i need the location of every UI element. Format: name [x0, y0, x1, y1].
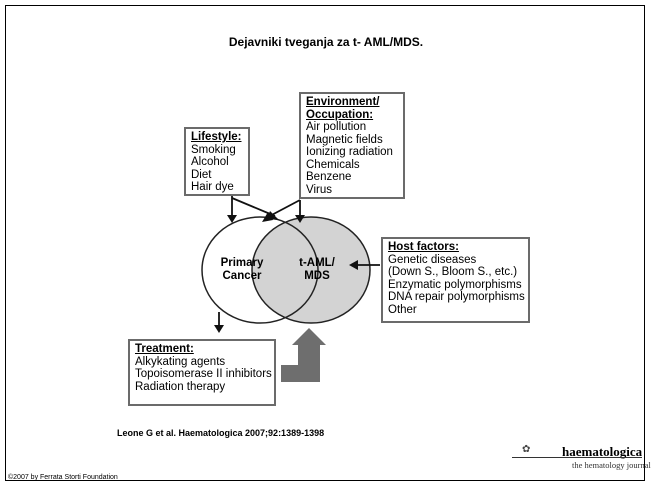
host-factors-item: Other: [388, 303, 417, 316]
host-factors-item: Genetic diseases: [388, 253, 477, 266]
environment-arrowhead-left: [262, 212, 273, 222]
environment-box: Environment/ Occupation: Air pollution M…: [299, 92, 405, 199]
lifestyle-heading: Lifestyle:: [191, 131, 242, 143]
slide-title: Dejavniki tveganja za t- AML/MDS.: [228, 35, 424, 49]
journal-divider: [512, 457, 642, 458]
lifestyle-item: Diet: [191, 168, 212, 181]
environment-heading: Environment/: [306, 96, 380, 108]
environment-arrow-left: [265, 199, 301, 219]
taml-label-line2: MDS: [304, 270, 330, 282]
primary-cancer-label: Primary Cancer: [212, 257, 272, 283]
host-factors-box: Host factors: Genetic diseases (Down S.,…: [381, 237, 530, 323]
host-factors-item: Enzymatic polymorphisms: [388, 278, 522, 291]
treatment-box: Treatment: Alkykating agents Topoisomera…: [128, 339, 276, 406]
journal-subtitle: the hematology journal: [572, 460, 651, 470]
taml-circle: [251, 216, 371, 324]
bird-logo-icon: ✿: [522, 444, 531, 455]
host-factors-heading: Host factors:: [388, 241, 459, 253]
environment-item: Air pollution: [306, 121, 367, 133]
treatment-to-taml-arrow: [281, 328, 326, 382]
treatment-item: Radiation therapy: [135, 380, 226, 393]
host-factors-item: (Down S., Bloom S., etc.): [388, 266, 518, 278]
environment-arrowhead-right: [295, 215, 305, 223]
environment-item: Ionizing radiation: [306, 146, 393, 158]
taml-label: t-AML/ MDS: [287, 257, 347, 283]
treatment-item: Topoisomerase II inhibitors: [135, 368, 272, 380]
lifestyle-item: Smoking: [191, 143, 236, 156]
journal-name: haematologica: [562, 444, 643, 459]
primary-cancer-circle: [201, 216, 319, 324]
primary-cancer-label-line2: Cancer: [222, 270, 262, 282]
lifestyle-box: Lifestyle: Smoking Alcohol Diet Hair dye: [184, 127, 250, 196]
treatment-heading: Treatment:: [135, 343, 194, 355]
treatment-arrowhead: [214, 325, 224, 333]
treatment-item: Alkykating agents: [135, 355, 226, 368]
lifestyle-item: Hair dye: [191, 181, 234, 193]
host-factors-item: DNA repair polymorphisms: [388, 291, 525, 303]
lifestyle-arrowhead-left: [227, 215, 237, 223]
lifestyle-item: Alcohol: [191, 156, 229, 168]
copyright: ©2007 by Ferrata Storti Foundation: [8, 474, 118, 481]
environment-item: Magnetic fields: [306, 133, 383, 146]
environment-item: Virus: [306, 183, 332, 196]
environment-item: Chemicals: [306, 158, 360, 171]
primary-cancer-label-line1: Primary: [220, 257, 264, 269]
occupation-heading: Occupation:: [306, 108, 374, 121]
host-arrowhead: [349, 260, 358, 270]
taml-label-line1: t-AML/: [299, 257, 335, 269]
citation: Leone G et al. Haematologica 2007;92:138…: [117, 428, 325, 438]
journal-logo: ✿ haematologica the hematology journal: [512, 440, 651, 470]
environment-item: Benzene: [306, 171, 352, 183]
